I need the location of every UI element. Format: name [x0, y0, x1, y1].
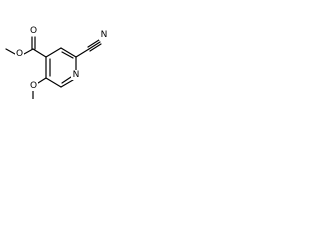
atom-ring-nitrogen: N [73, 70, 80, 80]
bond-c6-methoxy-o [37, 77, 47, 84]
bond-nitrile-triple-1 [87, 39, 100, 48]
bond-nitrile-triple-3 [89, 43, 102, 52]
bond-ring-n-c6-inner [61, 76, 72, 84]
atom-methoxy-oxygen: O [30, 81, 37, 91]
bond-ring-c4-c3 [45, 47, 62, 58]
bonds [5, 36, 102, 99]
bond-ring-c6-c5 [45, 77, 62, 88]
bond-c2-nitrile-c [75, 48, 90, 58]
atom-labels: O O N N O [15, 26, 109, 91]
bond-ring-c3-c2-inner [61, 51, 74, 59]
bond-ester-o-carbonyl-c [23, 48, 34, 55]
atom-nitrile-nitrogen: N [101, 30, 108, 40]
atom-ester-oxygen: O [16, 49, 23, 59]
atom-carbonyl-oxygen: O [30, 26, 37, 36]
bond-carbonyl-c-ring [32, 48, 47, 58]
bond-nitrile-triple-2 [88, 41, 101, 50]
bond-ring-c3-c2 [60, 47, 77, 58]
molecule-canvas: O O N N O [0, 0, 112, 99]
molecule-structure: O O N N O [5, 26, 109, 99]
bond-methyl-ester-o [5, 48, 16, 55]
bond-ring-n-c6 [60, 79, 74, 88]
